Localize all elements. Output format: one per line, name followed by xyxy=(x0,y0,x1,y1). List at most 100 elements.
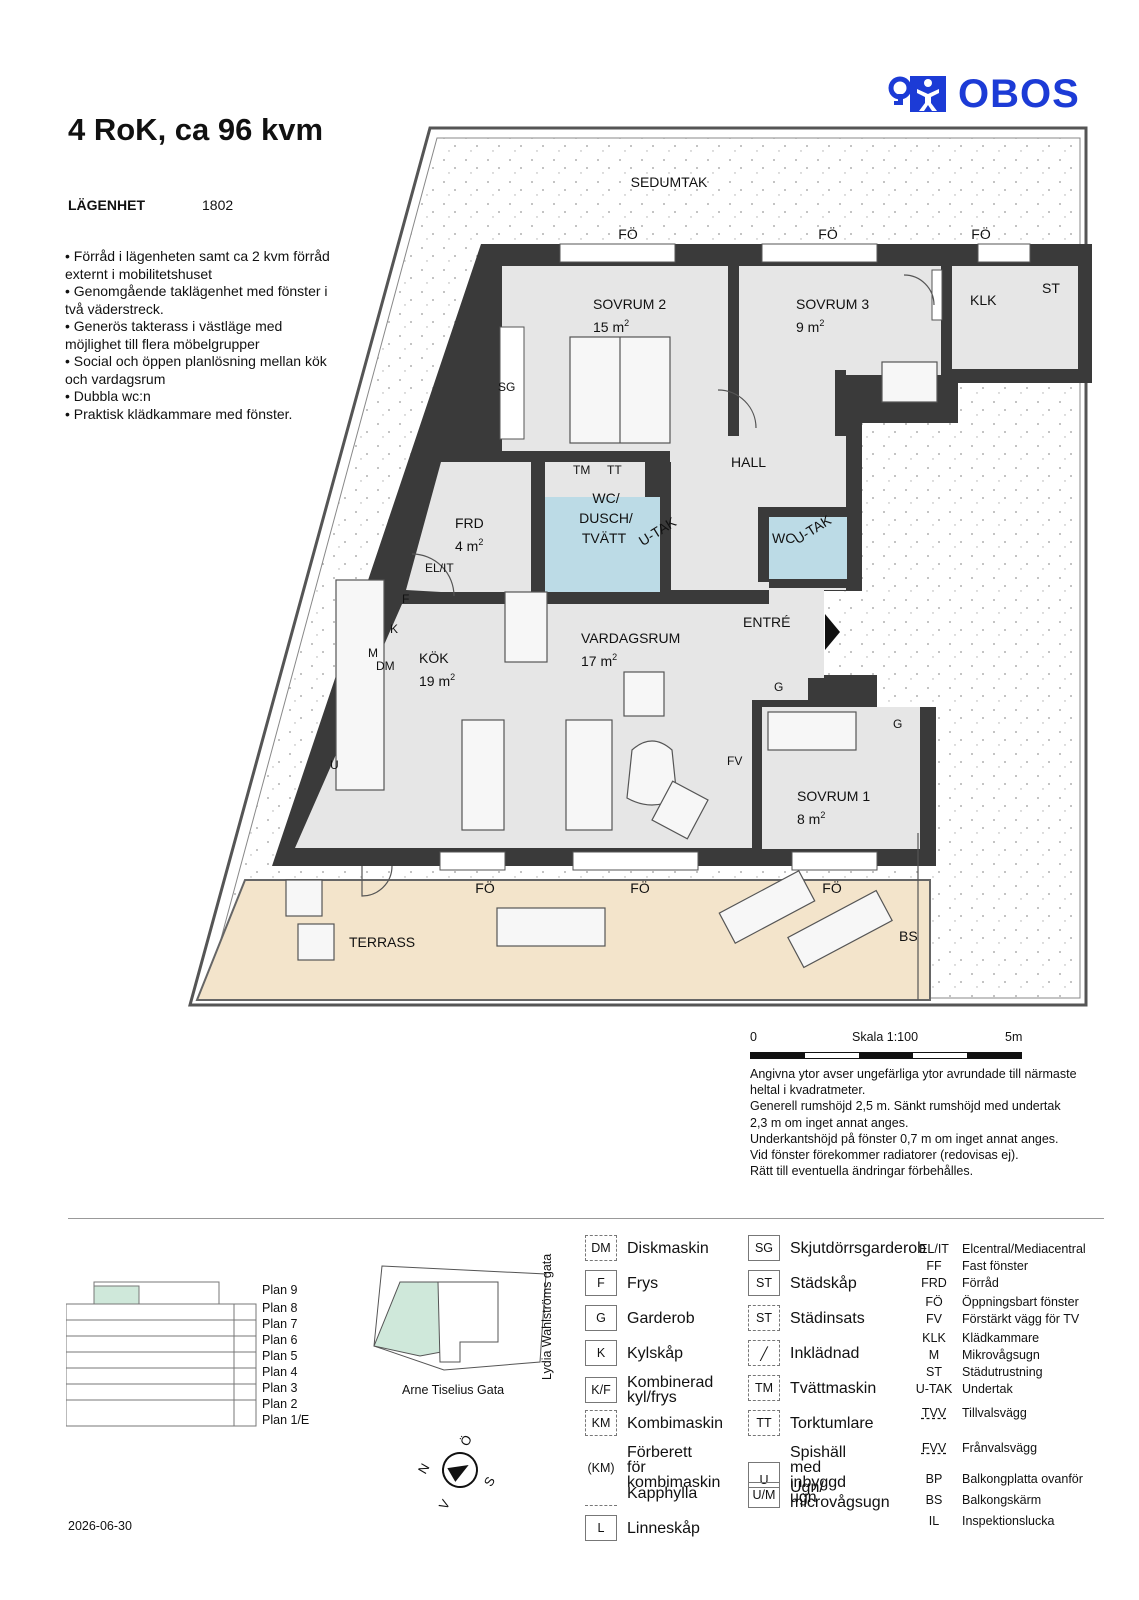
room-wc-dusch-line2: DUSCH/ xyxy=(579,510,633,526)
mark-fv: FV xyxy=(727,754,742,768)
feature-item: Social och öppen planlösning mellan kök … xyxy=(65,353,340,388)
abbr-code: M xyxy=(928,1348,940,1362)
abbr-code: FV xyxy=(926,1312,942,1326)
note-line: Angivna ytor avser ungefärliga ytor avru… xyxy=(750,1067,1077,1098)
scale-label: Skala 1:100 xyxy=(852,1030,919,1044)
legend-code: K/F xyxy=(585,1377,617,1403)
abbr-item: ST Städutrustning xyxy=(906,1365,1043,1379)
divider xyxy=(68,1218,1104,1219)
mark-u: U xyxy=(330,758,339,772)
room-wc-dusch-line3: TVÄTT xyxy=(582,530,627,546)
label-window: FÖ xyxy=(475,879,495,896)
feature-item: Förråd i lägenheten samt ca 2 kvm förråd… xyxy=(65,248,340,283)
windows xyxy=(439,243,1031,871)
legend-item: (KM)Förberett för kombimaskin xyxy=(585,1445,720,1491)
apartment-label: LÄGENHET xyxy=(68,197,145,213)
legend-code: K xyxy=(585,1340,617,1366)
abbr-code: ST xyxy=(926,1365,942,1379)
abbr-code: FRD xyxy=(921,1276,947,1290)
mark-tm: TM xyxy=(573,463,590,477)
abbr-item: FRD Förråd xyxy=(906,1276,999,1290)
legend-code: U/M xyxy=(748,1482,780,1508)
legend-code: ST xyxy=(748,1270,780,1296)
date: 2026-06-30 xyxy=(68,1519,132,1533)
room-sovrum2-name: SOVRUM 2 xyxy=(593,296,666,312)
abbr-item: TVV Tillvalsvägg xyxy=(906,1406,1027,1420)
room-kok-name: KÖK xyxy=(419,649,449,666)
mark-g: G xyxy=(893,717,902,731)
note-line: Rätt till eventuella ändringar förbehåll… xyxy=(750,1164,974,1179)
feature-item: Genomgående taklägenhet med fönster i tv… xyxy=(65,283,340,318)
mark-g: G xyxy=(774,680,783,694)
legend-code: (KM) xyxy=(587,1460,615,1475)
legend-code: TM xyxy=(748,1375,780,1401)
label-window: FÖ xyxy=(630,879,650,896)
feature-list: Förråd i lägenheten samt ca 2 kvm förråd… xyxy=(65,248,340,423)
feature-item: Dubbla wc:n xyxy=(65,388,340,406)
legend-code: L xyxy=(585,1515,617,1541)
abbr-code: U-TAK xyxy=(915,1382,953,1396)
abbr-desc: Städutrustning xyxy=(962,1365,1043,1379)
room-entre-name: ENTRÉ xyxy=(743,614,790,630)
abbr-code: IL xyxy=(928,1514,940,1528)
abbr-desc: Öppningsbart fönster xyxy=(962,1295,1079,1309)
abbr-desc: Förråd xyxy=(962,1276,999,1290)
legend-code: G xyxy=(585,1305,617,1331)
room-wc-name: WC xyxy=(772,530,795,546)
abbr-code: KLK xyxy=(922,1331,946,1345)
street-name: Arne Tiselius Gata xyxy=(402,1383,505,1397)
abbr-code: TVV xyxy=(921,1406,947,1420)
legend-code: SG xyxy=(748,1235,780,1261)
room-klk-name: KLK xyxy=(970,292,997,308)
legend-code: F xyxy=(585,1270,617,1296)
scale-end: 5m xyxy=(1005,1030,1023,1044)
floor-label: Plan 8 xyxy=(262,1301,298,1315)
mark-sg: SG xyxy=(498,380,515,394)
legend-desc: Tvättmaskin xyxy=(790,1379,877,1397)
mark-elit: EL/IT xyxy=(425,561,454,575)
brand-name: OBOS xyxy=(958,72,1080,116)
furniture xyxy=(285,274,938,1000)
floor-label: Plan 6 xyxy=(262,1333,298,1347)
note-line: Generell rumshöjd 2,5 m. Sänkt rumshöjd … xyxy=(750,1099,1061,1130)
abbr-desc: Frånvalsvägg xyxy=(962,1441,1038,1455)
legend-item: Kapphylla xyxy=(585,1480,697,1506)
abbr-desc: Elcentral/Mediacentral xyxy=(962,1242,1086,1256)
room-terrass-name: TERRASS xyxy=(349,934,415,950)
mark-m: M xyxy=(368,646,378,660)
room-vardagsrum-name: VARDAGSRUM xyxy=(581,630,680,646)
legend-code: ST xyxy=(748,1305,780,1331)
room-sovrum1-area: 8 m2 xyxy=(797,810,825,827)
notes: Angivna ytor avser ungefärliga ytor avru… xyxy=(750,1066,1080,1179)
room-sovrum1-name: SOVRUM 1 xyxy=(797,788,870,804)
label-sedumtak: SEDUMTAK xyxy=(631,174,708,190)
mark-dm: DM xyxy=(376,659,395,673)
legend-item: U/M Ugn/ microvågsugn xyxy=(748,1479,890,1511)
label-window: FÖ xyxy=(618,225,638,242)
abbr-item: FÖ Öppningsbart fönster xyxy=(906,1295,1079,1309)
building-section xyxy=(66,1281,257,1427)
abbr-code: FVV xyxy=(921,1441,947,1455)
room-hall-name: HALL xyxy=(731,454,766,470)
feature-item: Praktisk klädkammare med fönster. xyxy=(65,406,340,424)
floor-label: Plan 1/E xyxy=(262,1413,310,1427)
legend-desc: Linneskåp xyxy=(627,1519,700,1537)
interior-walls xyxy=(402,266,952,850)
room-sovrum3-area: 9 m2 xyxy=(796,318,824,335)
room-kok-area: 19 m2 xyxy=(419,672,455,689)
coat-rack-icon xyxy=(585,1480,617,1506)
room-sovrum2-area: 15 m2 xyxy=(593,318,629,335)
abbr-item: FVV Frånvalsvägg xyxy=(906,1441,1037,1455)
abbr-code: FÖ xyxy=(925,1295,943,1309)
legend-desc: Ugn/ microvågsugn xyxy=(790,1479,890,1511)
feature-item: Generös takterass i västläge med möjligh… xyxy=(65,318,340,353)
abbr-desc: Tillvalsvägg xyxy=(962,1406,1027,1420)
